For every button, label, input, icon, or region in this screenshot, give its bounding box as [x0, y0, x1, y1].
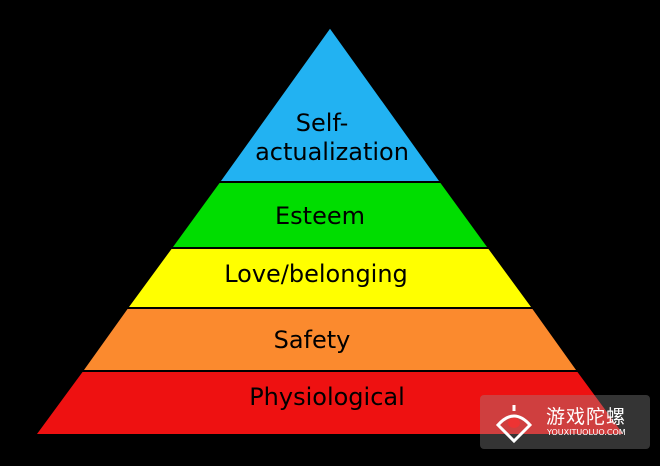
tier-physiological	[33, 370, 627, 436]
spinning-top-logo-icon	[495, 405, 533, 443]
watermark-url: YOUXITUOLUO.COM	[547, 428, 626, 437]
tier-label-self-line2: actualization	[255, 138, 409, 166]
tier-label-physiological: Physiological	[249, 383, 405, 411]
tier-label-esteem: Esteem	[275, 202, 365, 230]
tier-label-love-belonging: Love/belonging	[224, 260, 408, 288]
watermark-name: 游戏陀螺	[546, 406, 627, 428]
tier-label-safety: Safety	[274, 326, 351, 354]
tier-label-self-line1: Self-	[296, 109, 348, 137]
watermark: 游戏陀螺 YOUXITUOLUO.COM	[480, 395, 650, 449]
